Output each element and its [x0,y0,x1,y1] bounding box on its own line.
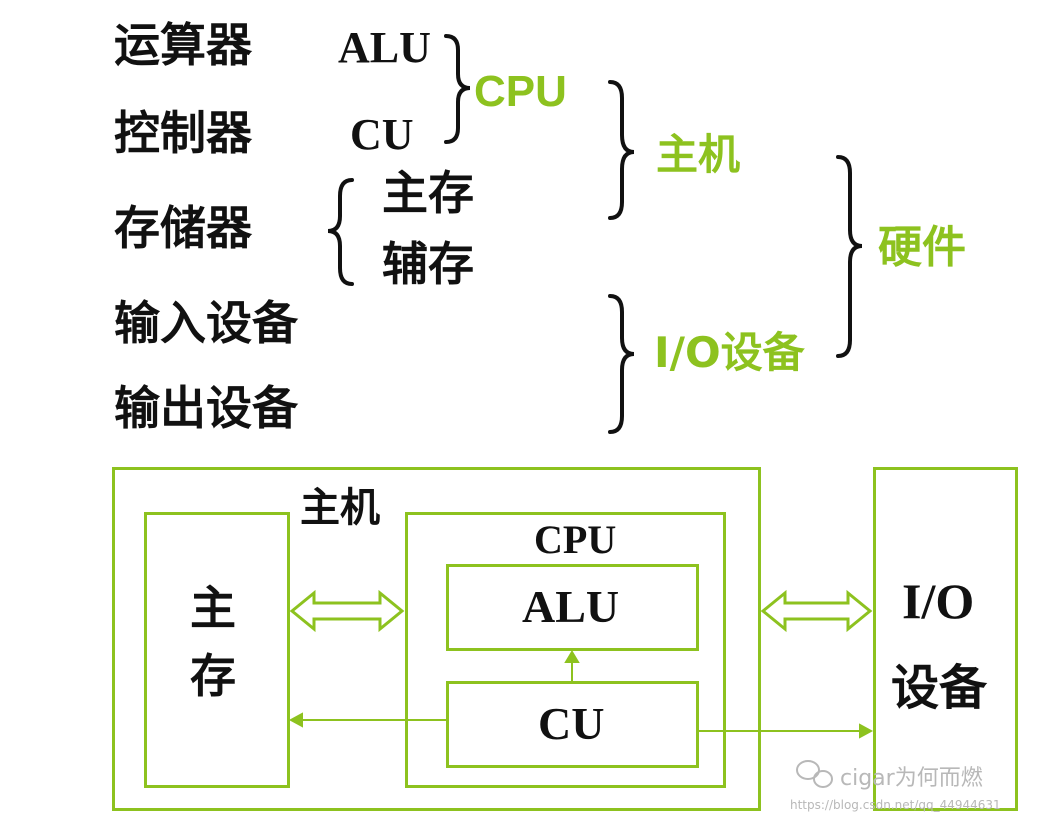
output-device-label: 输出设备 [114,381,298,435]
io-brace [608,294,635,434]
input-device-label: 输入设备 [114,296,298,350]
main-memory-char-1: 主 [190,581,236,635]
cpu-brace [444,34,471,144]
memory-cpu-double-arrow [289,589,405,633]
cu-box [446,681,699,768]
aux-memory-label: 辅存 [382,237,474,291]
cu-english-label: CU [350,110,414,159]
hardware-group-label: 硬件 [878,222,966,273]
hardware-brace [836,155,863,358]
host-box [112,467,761,811]
io-box-label-line2: 设备 [891,660,988,716]
cu-to-alu-arrowhead [564,650,580,663]
host-brace [608,80,635,220]
main-memory-label: 主存 [382,166,474,220]
io-device-box [873,467,1018,811]
main-memory-char-2: 存 [190,649,236,703]
watermark-url: https://blog.csdn.net/qq_44944631 [790,798,1001,812]
cpu-box-label: CPU [534,517,617,562]
cu-box-label: CU [538,698,605,749]
watermark-brand: cigar为何而燃 [840,766,983,791]
alu-box [446,564,699,651]
storage-brace [327,178,354,286]
cu-to-memory-arrowhead [288,712,303,728]
cpu-box [405,512,726,788]
cu-chinese-label: 控制器 [114,106,252,160]
cpu-group-label: CPU [474,67,567,116]
storage-label: 存储器 [114,201,252,255]
host-io-double-arrow [760,589,873,633]
io-group-label: I/O设备 [654,328,805,377]
main-memory-box [144,512,290,788]
alu-chinese-label: 运算器 [114,18,252,72]
alu-english-label: ALU [338,23,431,72]
host-box-label: 主机 [300,485,380,531]
alu-box-label: ALU [522,581,620,632]
io-box-label-line1: I/O [902,573,975,629]
wechat-icon [796,760,833,788]
host-group-label: 主机 [656,130,741,179]
cu-to-io-arrowhead [859,723,874,739]
